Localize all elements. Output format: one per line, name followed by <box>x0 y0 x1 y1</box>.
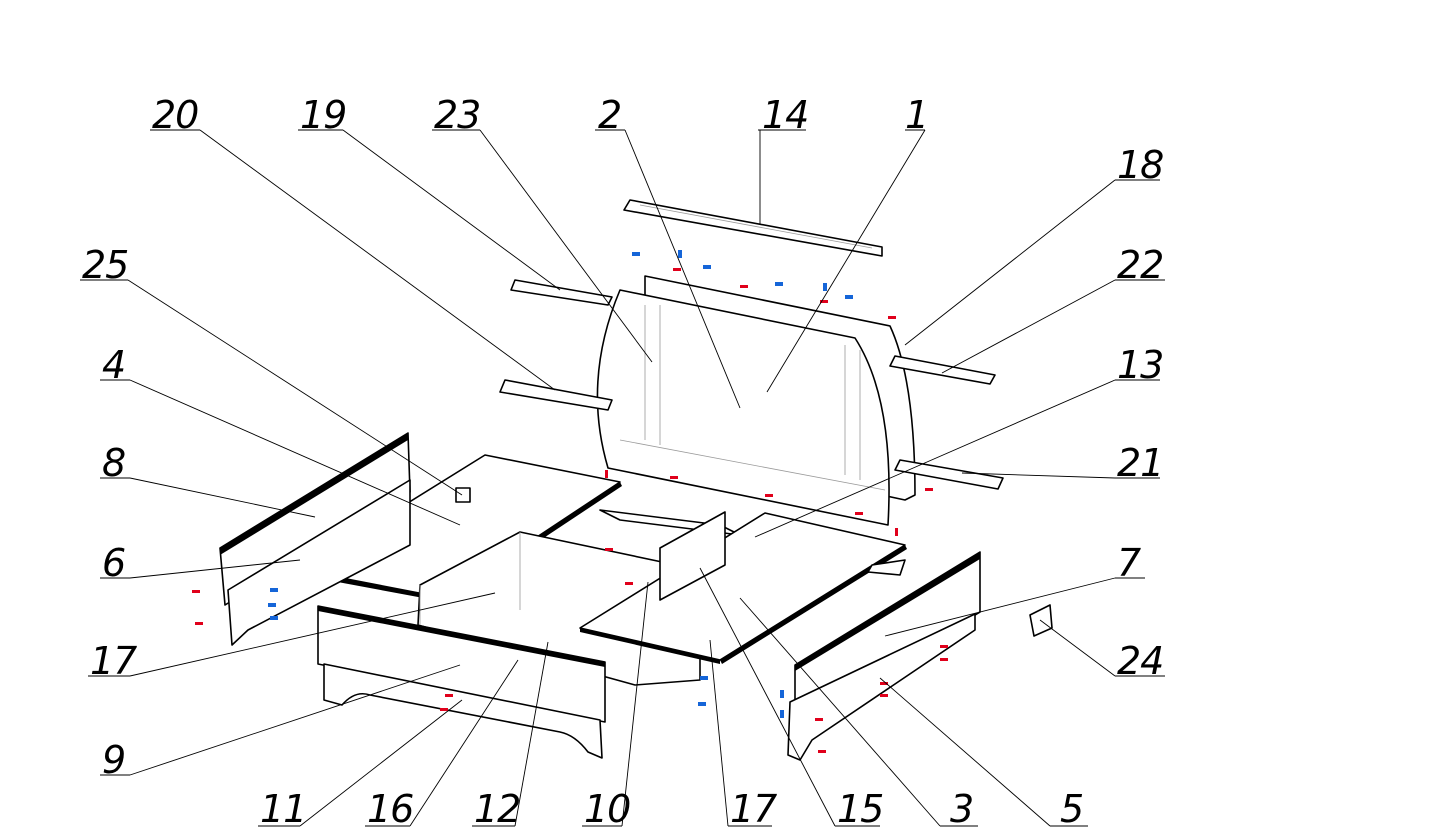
callout-15: 15 <box>837 787 883 831</box>
fasteners-blue <box>268 250 853 718</box>
callout-24: 24 <box>1117 639 1163 683</box>
callout-1: 1 <box>905 93 928 137</box>
part-slat-20 <box>499 379 613 411</box>
callout-13: 13 <box>1117 343 1163 387</box>
callout-9: 9 <box>102 738 125 782</box>
leader-lines <box>80 129 1165 827</box>
callout-18: 18 <box>1117 143 1163 187</box>
callout-20: 20 <box>152 93 198 137</box>
callout-22: 22 <box>1117 243 1163 287</box>
callout-17-bottom: 17 <box>730 787 777 831</box>
part-side-panel-right <box>787 551 981 761</box>
callout-4: 4 <box>102 343 125 387</box>
callout-16: 16 <box>367 787 413 831</box>
callout-19: 19 <box>300 93 346 137</box>
callout-17-left: 17 <box>90 639 137 683</box>
part-slat-19 <box>510 279 613 306</box>
callout-12: 12 <box>474 787 520 831</box>
part-divider <box>659 511 726 601</box>
part-slat-21 <box>894 459 1004 490</box>
callout-6: 6 <box>102 541 125 585</box>
callout-5: 5 <box>1060 787 1083 831</box>
part-top-rail <box>623 199 883 257</box>
callout-7: 7 <box>1117 541 1141 585</box>
callout-14: 14 <box>762 93 808 137</box>
fasteners-red <box>192 268 948 753</box>
callout-23: 23 <box>434 93 480 137</box>
part-side-panel-left <box>219 432 411 646</box>
callout-11: 11 <box>260 787 306 831</box>
callout-2: 2 <box>598 93 621 137</box>
callout-8: 8 <box>102 441 125 485</box>
part-slat-22 <box>889 355 996 385</box>
callout-25: 25 <box>82 243 128 287</box>
callout-labels: 20 19 23 2 14 1 18 25 22 4 13 8 21 6 7 1… <box>82 93 1164 831</box>
callout-3: 3 <box>950 787 973 831</box>
callout-21: 21 <box>1117 441 1163 485</box>
part-back-panel-front <box>596 289 890 526</box>
callout-10: 10 <box>584 787 630 831</box>
